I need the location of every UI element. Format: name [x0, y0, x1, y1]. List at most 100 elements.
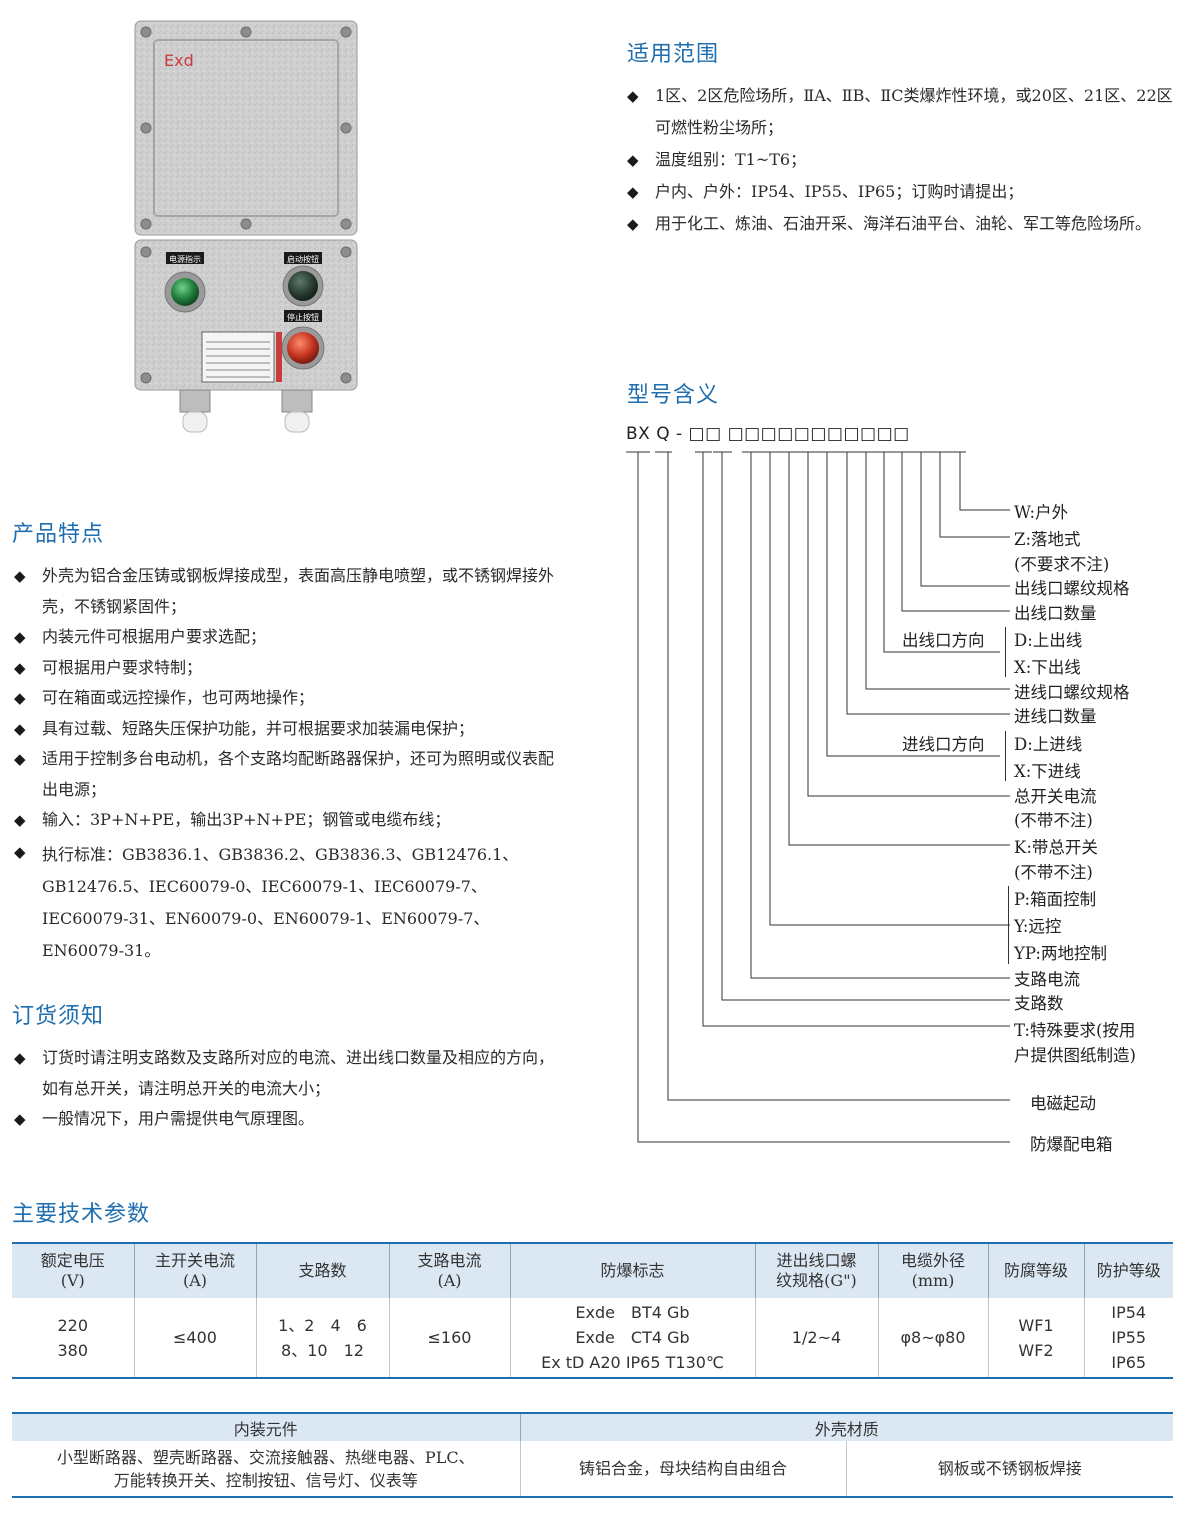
cell-line: 支路电流: [417, 1251, 482, 1270]
cell-line: IP55: [1111, 1328, 1147, 1347]
label-em-start: 电磁起动: [1030, 1094, 1096, 1113]
spec-header-cell: 支路数: [255, 1242, 389, 1298]
list-item: 内装元件可根据用户要求选配；: [14, 622, 566, 653]
cell-line: 小型断路器、塑壳断路器、交流接触器、热继电器、PLC、: [56, 1447, 475, 1467]
list-item: 户内、户外：IP54、IP55、IP65；订购时请提出；: [627, 176, 1187, 208]
components-header-row: 内装元件 外壳材质: [12, 1412, 1173, 1441]
spec-header-cell: 支路电流(A): [388, 1242, 510, 1298]
material-header: 外壳材质: [519, 1412, 1173, 1441]
list-item: 具有过载、短路失压保护功能，并可根据要求加装漏电保护；: [14, 714, 566, 745]
label-p: P:箱面控制: [1014, 890, 1097, 909]
label-in-count: 进线口数量: [1014, 707, 1097, 726]
cell-line: 额定电压: [40, 1251, 105, 1270]
features-title: 产品特点: [12, 522, 105, 547]
label-t1: T:特殊要求(按用: [1014, 1021, 1136, 1040]
cell-line: WF2: [1018, 1340, 1054, 1360]
cell-line: (V): [60, 1271, 85, 1290]
label-k-note: (不带不注): [1014, 863, 1093, 882]
label-k: K:带总开关: [1014, 838, 1098, 857]
cell-line: ≤400: [173, 1328, 217, 1347]
list-item: 订货时请注明支路数及支路所对应的电流、进出线口数量及相应的方向，如有总开关，请注…: [14, 1043, 566, 1104]
label-out-x: X:下出线: [1014, 658, 1081, 677]
components-header: 内装元件: [12, 1412, 520, 1441]
cell-line: 万能转换开关、控制按钮、信号灯、仪表等: [113, 1470, 418, 1490]
list-item: 外壳为铝合金压铸或钢板焊接成型，表面高压静电喷塑，或不锈钢焊接外壳，不锈钢紧固件…: [14, 561, 566, 622]
cell-line: 电缆外径: [900, 1251, 965, 1270]
spec-header-cell: 防爆标志: [509, 1242, 755, 1298]
label-y: Y:远控: [1014, 917, 1062, 936]
cell-line: 防护等级: [1096, 1261, 1161, 1280]
spec-table: 额定电压(V)主开关电流(A)支路数支路电流(A)防爆标志进出线口螺纹规格(G"…: [12, 1242, 1173, 1379]
stop-button-label: 停止按钮: [287, 312, 319, 322]
scope-title: 适用范围: [627, 42, 720, 67]
list-item: 用于化工、炼油、石油开采、海洋石油平台、油轮、军工等危险场所。: [627, 208, 1187, 240]
label-in-d: D:上进线: [1014, 735, 1083, 754]
list-item: 温度组别：T1~T6；: [627, 144, 1187, 176]
cell-line: 主开关电流: [154, 1251, 235, 1270]
label-branch-current: 支路电流: [1014, 970, 1080, 989]
spec-header-cell: 额定电压(V): [12, 1242, 134, 1298]
list-item: 1区、2区危险场所，ⅡA、ⅡB、ⅡC类爆炸性环境，或20区、21区、22区可燃性…: [627, 80, 1187, 144]
model-title: 型号含义: [627, 383, 720, 408]
cell-line: 380: [57, 1340, 89, 1360]
label-in-thread: 进线口螺纹规格: [1014, 683, 1130, 702]
model-code: BX Q - □□ □□□□□□□□□□□: [626, 424, 910, 444]
cell-line: ≤160: [427, 1328, 472, 1347]
list-item: 适用于控制多台电动机，各个支路均配断路器保护，还可为照明或仪表配出电源；: [14, 744, 566, 805]
list-item: 一般情况下，用户需提供电气原理图。: [14, 1104, 566, 1135]
scope-list: 1区、2区危险场所，ⅡA、ⅡB、ⅡC类爆炸性环境，或20区、21区、22区可燃性…: [627, 80, 1187, 240]
label-z-note: (不要求不注): [1014, 555, 1110, 574]
spec-header-row: 额定电压(V)主开关电流(A)支路数支路电流(A)防爆标志进出线口螺纹规格(G"…: [12, 1242, 1173, 1298]
cell-line: IP65: [1111, 1353, 1147, 1372]
specs-title: 主要技术参数: [12, 1202, 151, 1227]
control-bracket: [1008, 886, 1009, 964]
spec-cell: ≤400: [133, 1298, 256, 1379]
exd-mark: Exd: [164, 51, 194, 70]
label-dist-box: 防爆配电箱: [1030, 1135, 1113, 1154]
spec-header-cell: 进出线口螺纹规格(G"): [754, 1242, 878, 1298]
start-button-icon: [288, 271, 318, 301]
cell-line: 1/2~4: [791, 1328, 842, 1347]
spec-cell: φ8~φ80: [877, 1298, 988, 1379]
cell-line: 进出线口螺: [776, 1251, 857, 1270]
label-main-current: 总开关电流: [1014, 787, 1097, 806]
components-cell: 小型断路器、塑壳断路器、交流接触器、热继电器、PLC、 万能转换开关、控制按钮、…: [12, 1441, 520, 1498]
label-w: W:户外: [1014, 503, 1069, 522]
material-steel: 钢板或不锈钢板焊接: [845, 1441, 1173, 1498]
cell-line: IP54: [1111, 1303, 1147, 1322]
spec-header-cell: 主开关电流(A): [133, 1242, 256, 1298]
spec-header-cell: 防护等级: [1083, 1242, 1173, 1298]
spec-cell: 1/2~4: [754, 1298, 878, 1379]
label-yp: YP:两地控制: [1014, 944, 1107, 963]
label-main-current-note: (不带不注): [1014, 811, 1093, 830]
label-out-count: 出线口数量: [1014, 604, 1097, 623]
start-button-label: 启动按钮: [287, 254, 319, 264]
features-list: 外壳为铝合金压铸或钢板焊接成型，表面高压静电喷塑，或不锈钢焊接外壳，不锈钢紧固件…: [14, 561, 566, 967]
cell-line: WF1: [1018, 1315, 1054, 1335]
power-indicator-label: 电源指示: [169, 254, 201, 264]
spec-header-cell: 电缆外径(mm): [877, 1242, 988, 1298]
label-out-dir: 出线口方向: [902, 631, 985, 650]
list-item: 可根据用户要求特制；: [14, 653, 566, 684]
cell-line: 1、2 4 6: [278, 1315, 367, 1335]
cell-line: Exde BT4 Gb: [575, 1303, 690, 1322]
list-item: 可在箱面或远控操作，也可两地操作；: [14, 683, 566, 714]
out-dir-bracket: [1005, 627, 1006, 677]
cell-line: φ8~φ80: [900, 1328, 966, 1347]
label-branch-count: 支路数: [1014, 994, 1064, 1013]
cell-line: 纹规格(G"): [776, 1271, 857, 1290]
power-lamp-icon: [171, 278, 199, 306]
cell-line: (A): [182, 1271, 208, 1290]
label-z: Z:落地式: [1014, 530, 1081, 549]
cell-line: (mm): [911, 1271, 955, 1290]
product-photo: Exd 电源指示 启动按钮 停止按钮: [134, 20, 358, 433]
label-out-d: D:上出线: [1014, 631, 1083, 650]
label-in-dir: 进线口方向: [902, 735, 985, 754]
cell-line: 防腐等级: [1003, 1261, 1068, 1280]
components-table: 内装元件 外壳材质 小型断路器、塑壳断路器、交流接触器、热继电器、PLC、 万能…: [12, 1412, 1173, 1498]
